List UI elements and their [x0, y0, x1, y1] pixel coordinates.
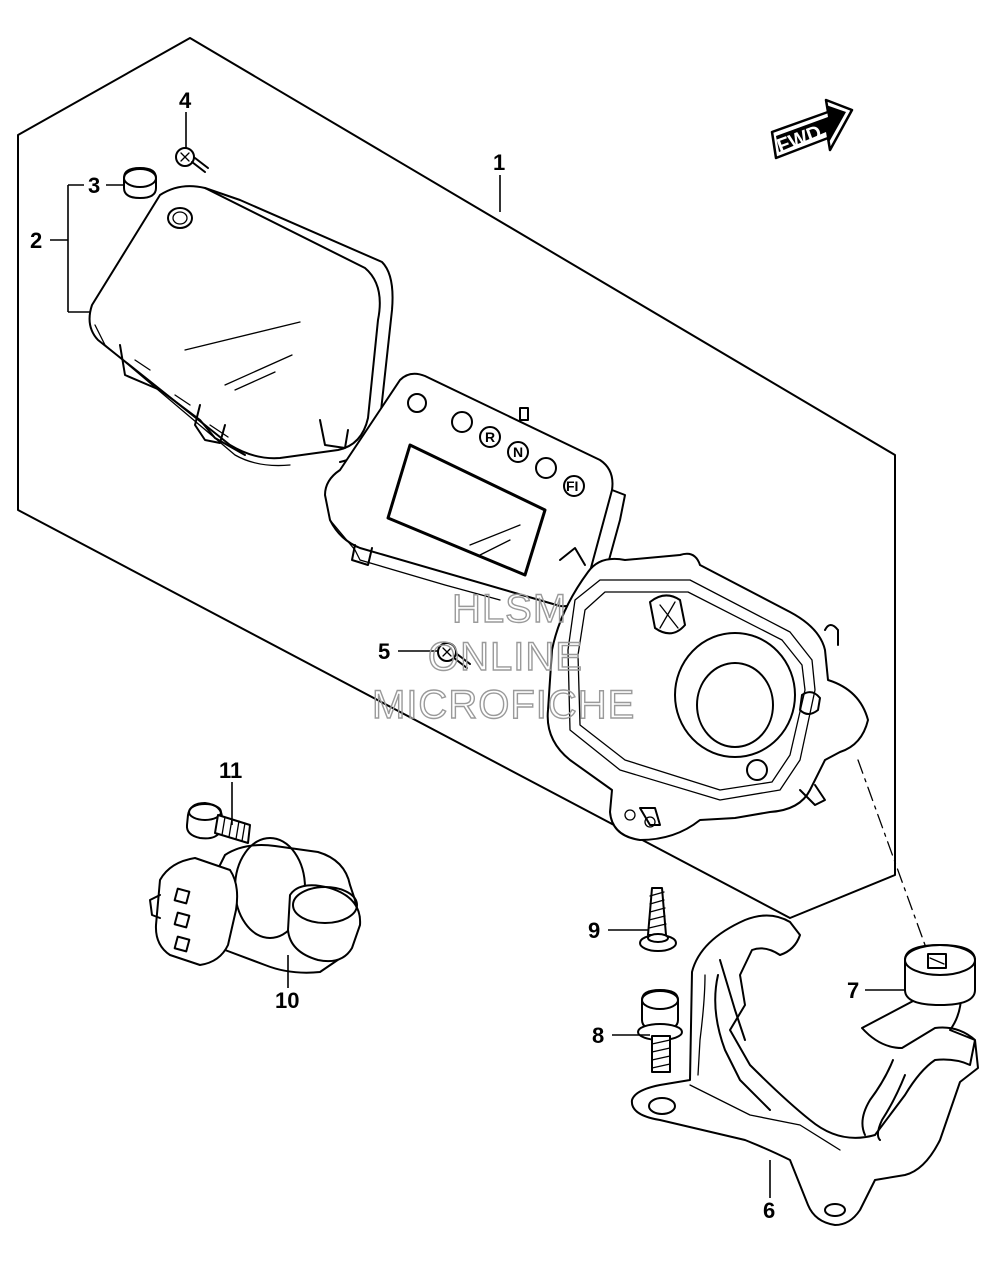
screw-5 [437, 642, 471, 669]
meter-bracket [630, 914, 979, 1226]
alignment-line [857, 759, 926, 946]
assembly-outline [17, 37, 896, 919]
indicator-n: N [513, 444, 523, 460]
watermark-line-2: ONLINE [428, 635, 583, 679]
speed-sensor [149, 837, 362, 974]
watermark-line-3: MICROFICHE [372, 683, 635, 727]
watermark: HLSM ONLINE MICROFICHE [371, 586, 635, 727]
callout-6: 6 [763, 1198, 775, 1223]
fwd-direction-badge: FWD [770, 98, 854, 160]
watermark-line-1: HLSM [452, 587, 567, 631]
fwd-label: FWD [774, 121, 824, 157]
callout-7: 7 [847, 978, 859, 1003]
callout-labels: 1 2 3 4 5 6 7 8 9 10 11 [30, 88, 859, 1223]
rubber-mount [904, 944, 976, 1006]
meter-display-module: R N FI [324, 372, 626, 620]
bolt-8 [637, 989, 683, 1073]
callout-leaders [50, 112, 905, 1198]
callout-5: 5 [378, 639, 390, 664]
leader-2 [50, 184, 90, 313]
callout-1: 1 [493, 150, 505, 175]
cap-grommet [123, 167, 157, 199]
indicator-fi: FI [566, 478, 578, 494]
callout-4: 4 [179, 88, 192, 113]
bolt-11 [185, 802, 251, 844]
screw-4 [175, 147, 209, 173]
callout-2: 2 [30, 228, 42, 253]
indicator-r: R [485, 429, 495, 445]
callout-8: 8 [592, 1023, 604, 1048]
meter-front-cover [88, 185, 394, 467]
callout-10: 10 [275, 988, 299, 1013]
callout-11: 11 [219, 758, 242, 783]
callout-3: 3 [88, 173, 100, 198]
meter-rear-housing [546, 552, 869, 841]
screw-9 [639, 887, 677, 952]
callout-9: 9 [588, 918, 600, 943]
